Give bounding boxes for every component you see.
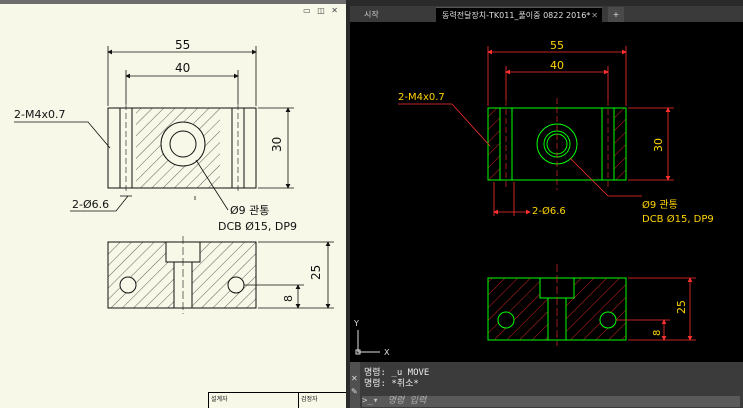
tab-file-label: 동력전달장치-TK011_풀이중 0822 2016* <box>442 11 591 20</box>
title-block: 설계자 검정자 <box>208 392 346 408</box>
left-tap-label: 2-M4x0.7 <box>14 108 65 121</box>
left-dim-55: 55 <box>175 38 190 52</box>
ucs-icon <box>355 330 380 355</box>
command-history-1: 명령: _u MOVE <box>364 368 430 378</box>
command-line-panel: ✕ ✎ 명령: _u MOVE 명령: *취소* >_▾ 명령 입력 <box>350 362 743 408</box>
title-block-designer: 설계자 <box>208 393 298 408</box>
left-drawing-svg: 55 40 30 2-M4x0.7 2-Ø6.6 Ø9 관통 DCB Ø15, … <box>14 38 334 314</box>
split-divider[interactable] <box>346 0 350 408</box>
right-dimensions <box>398 46 674 216</box>
title-block-checker: 검정자 <box>298 393 346 408</box>
right-dim-25: 25 <box>675 300 688 314</box>
file-tab-bar: 시작 동력전달장치-TK011_풀이중 0822 2016* ✕ + <box>350 0 743 22</box>
left-drawing-viewport[interactable]: ▭ ◫ ✕ <box>0 0 347 408</box>
right-thru-label-1: Ø9 관통 <box>642 199 678 211</box>
right-thru-label-2: DCB Ø15, DP9 <box>642 213 714 225</box>
close-tab-icon[interactable]: ✕ <box>591 11 598 20</box>
tab-active-file[interactable]: 동력전달장치-TK011_풀이중 0822 2016* ✕ <box>436 7 602 22</box>
left-hole-label: 2-Ø6.6 <box>72 198 109 211</box>
right-dim-40: 40 <box>550 59 564 72</box>
left-window-controls[interactable]: ▭ ◫ ✕ <box>303 6 340 15</box>
right-tap-label: 2-M4x0.7 <box>398 92 445 103</box>
left-dim-40: 40 <box>175 61 190 75</box>
left-hole-circle <box>169 130 197 158</box>
left-body-outline-2 <box>107 107 257 189</box>
right-hole-label: 2-Ø6.6 <box>532 205 566 217</box>
command-prompt-icon[interactable]: >_▾ <box>362 396 379 406</box>
right-cad-viewport[interactable]: 시작 동력전달장치-TK011_풀이중 0822 2016* ✕ + <box>350 0 743 408</box>
right-dim-8: 8 <box>652 330 663 336</box>
left-dim-8: 8 <box>282 295 295 302</box>
ucs-x-label: X <box>384 348 390 357</box>
left-dim-30: 30 <box>270 137 284 152</box>
right-dim-30: 30 <box>652 138 665 152</box>
wrench-icon[interactable]: ✎ <box>351 387 358 396</box>
new-tab-button[interactable]: + <box>608 7 624 22</box>
left-top-bar <box>0 0 346 4</box>
command-input[interactable]: >_▾ 명령 입력 <box>362 396 740 407</box>
command-history-2: 명령: *취소* <box>364 379 419 389</box>
left-thru-label-1: Ø9 관통 <box>230 204 269 217</box>
left-dimensions <box>14 46 294 212</box>
close-command-icon[interactable]: ✕ <box>351 374 358 383</box>
ribbon-strip <box>350 0 743 6</box>
ucs-y-label: Y <box>353 319 359 328</box>
left-thru-label-2: DCB Ø15, DP9 <box>218 220 297 233</box>
left-front-view <box>107 236 257 314</box>
right-drawing-svg: 55 40 30 2-M4x0.7 2-Ø6.6 Ø9 관통 DCB Ø15, … <box>353 39 714 357</box>
left-cbore-circle <box>160 121 206 167</box>
left-top-view <box>107 104 257 192</box>
tab-start[interactable]: 시작 <box>364 10 379 19</box>
command-placeholder: 명령 입력 <box>387 396 427 406</box>
command-line-handle[interactable] <box>350 362 360 408</box>
right-top-view <box>487 98 627 190</box>
right-dim-55: 55 <box>550 39 564 52</box>
right-front-view <box>487 264 627 346</box>
left-dim-25: 25 <box>309 265 323 280</box>
